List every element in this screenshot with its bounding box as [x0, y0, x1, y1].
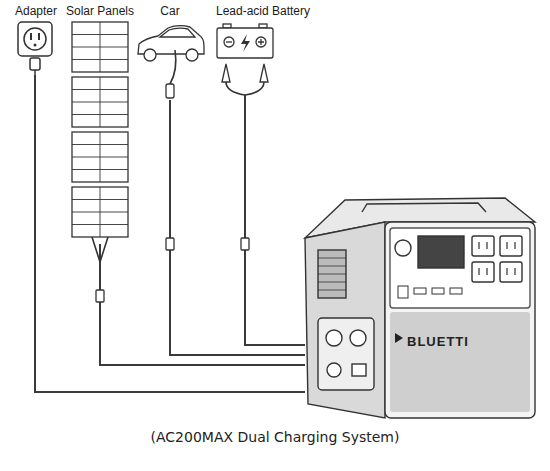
ac-outlet — [472, 236, 494, 256]
car-art — [138, 26, 204, 250]
grille-lines — [318, 258, 346, 290]
dc-port — [398, 286, 408, 298]
car-window — [160, 28, 195, 37]
cable-connector — [96, 290, 104, 302]
minus-symbol — [226, 41, 232, 42]
panel — [72, 132, 128, 182]
usb-port — [432, 288, 444, 294]
car-wheel — [186, 49, 198, 61]
caption: (AC200MAX Dual Charging System) — [0, 428, 550, 446]
outlet-slots — [479, 242, 515, 275]
caption-holder: (AC200MAX Dual Charging System) — [0, 428, 550, 446]
logo-mark — [395, 333, 403, 343]
input-port — [327, 363, 341, 377]
item-label: Lead-acid Battery — [204, 4, 322, 18]
clamp — [260, 64, 268, 82]
cord — [170, 50, 176, 84]
clamp-wire — [226, 82, 264, 95]
cable-connector — [166, 238, 174, 250]
lightning-symbol — [241, 34, 250, 52]
ac-outlet — [472, 262, 494, 282]
outlet-face — [24, 28, 46, 50]
side-face — [305, 222, 385, 418]
cable-connector — [241, 238, 249, 250]
battery-art — [217, 24, 273, 250]
battery-case — [217, 28, 273, 58]
solar-panel-art — [72, 22, 128, 302]
outlet-ground — [34, 44, 37, 47]
handle — [362, 203, 486, 212]
ac-outlet — [500, 262, 522, 282]
panel-cells — [72, 187, 128, 237]
usb-port — [450, 288, 462, 294]
input-port — [350, 330, 366, 346]
lighter-plug — [166, 84, 174, 98]
brand-logo: BLUETTI — [407, 334, 469, 349]
outlet-slot — [30, 33, 32, 40]
cable — [245, 95, 305, 345]
plus-symbol — [258, 39, 264, 45]
car-item: Car — [133, 4, 207, 100]
outlet-slot — [38, 33, 40, 40]
input-port — [352, 364, 366, 376]
minus-symbol — [224, 37, 234, 47]
usb-port — [414, 288, 426, 294]
cable — [100, 244, 305, 365]
screen — [418, 236, 464, 268]
input-port — [326, 330, 342, 346]
y-splitter — [92, 237, 108, 262]
panel-cells — [72, 132, 128, 182]
panel — [72, 187, 128, 237]
plus-symbol — [256, 37, 266, 47]
panel-cells — [72, 77, 128, 127]
cable — [170, 100, 305, 355]
fan-grille — [318, 250, 346, 298]
front-face — [385, 222, 535, 418]
power-button — [395, 240, 411, 256]
solar-panel-item: Solar Panels — [63, 4, 137, 244]
adapter-item: Adapter — [5, 4, 67, 75]
battery-item: Lead-acid Battery — [204, 4, 322, 95]
port-panel — [318, 318, 374, 390]
lower-panel — [390, 312, 530, 412]
power-station-art — [305, 198, 535, 418]
car-wheel — [144, 49, 156, 61]
power-station: BLUETTI — [305, 195, 540, 422]
ac-outlet — [500, 236, 522, 256]
control-panel — [390, 228, 530, 308]
clamp — [222, 64, 230, 82]
panel — [72, 77, 128, 127]
item-label: Solar Panels — [63, 4, 137, 18]
item-label: Car — [133, 4, 207, 18]
panel-cells — [72, 22, 128, 72]
cable — [35, 75, 305, 392]
outlet-plate — [18, 22, 52, 56]
cord — [34, 70, 36, 75]
item-label: Adapter — [5, 4, 67, 18]
panel — [72, 22, 128, 72]
wall-outlet — [18, 22, 52, 75]
plug — [30, 58, 40, 70]
